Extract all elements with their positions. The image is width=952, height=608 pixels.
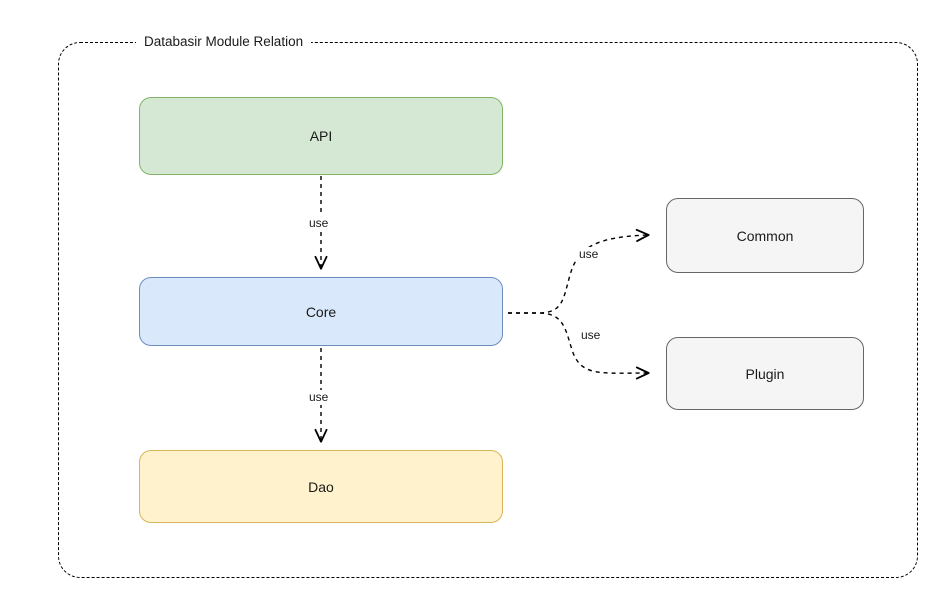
- edge-label-core-to-plugin: use: [578, 328, 604, 343]
- edge-label-api-to-core: use: [306, 216, 332, 231]
- node-core-label: Core: [305, 303, 337, 320]
- node-dao[interactable]: Dao: [139, 450, 503, 523]
- node-plugin-label: Plugin: [745, 365, 785, 382]
- edge-label-core-to-dao: use: [306, 390, 332, 405]
- node-api[interactable]: API: [139, 97, 503, 175]
- module-group-container: [58, 42, 918, 578]
- node-core[interactable]: Core: [139, 277, 503, 346]
- node-api-label: API: [309, 128, 333, 144]
- node-common[interactable]: Common: [666, 198, 864, 273]
- edge-label-core-to-common: use: [576, 247, 602, 262]
- node-common-label: Common: [736, 227, 794, 244]
- node-dao-label: Dao: [308, 478, 334, 495]
- node-plugin[interactable]: Plugin: [666, 337, 864, 410]
- diagram-title: Databasir Module Relation: [136, 32, 312, 52]
